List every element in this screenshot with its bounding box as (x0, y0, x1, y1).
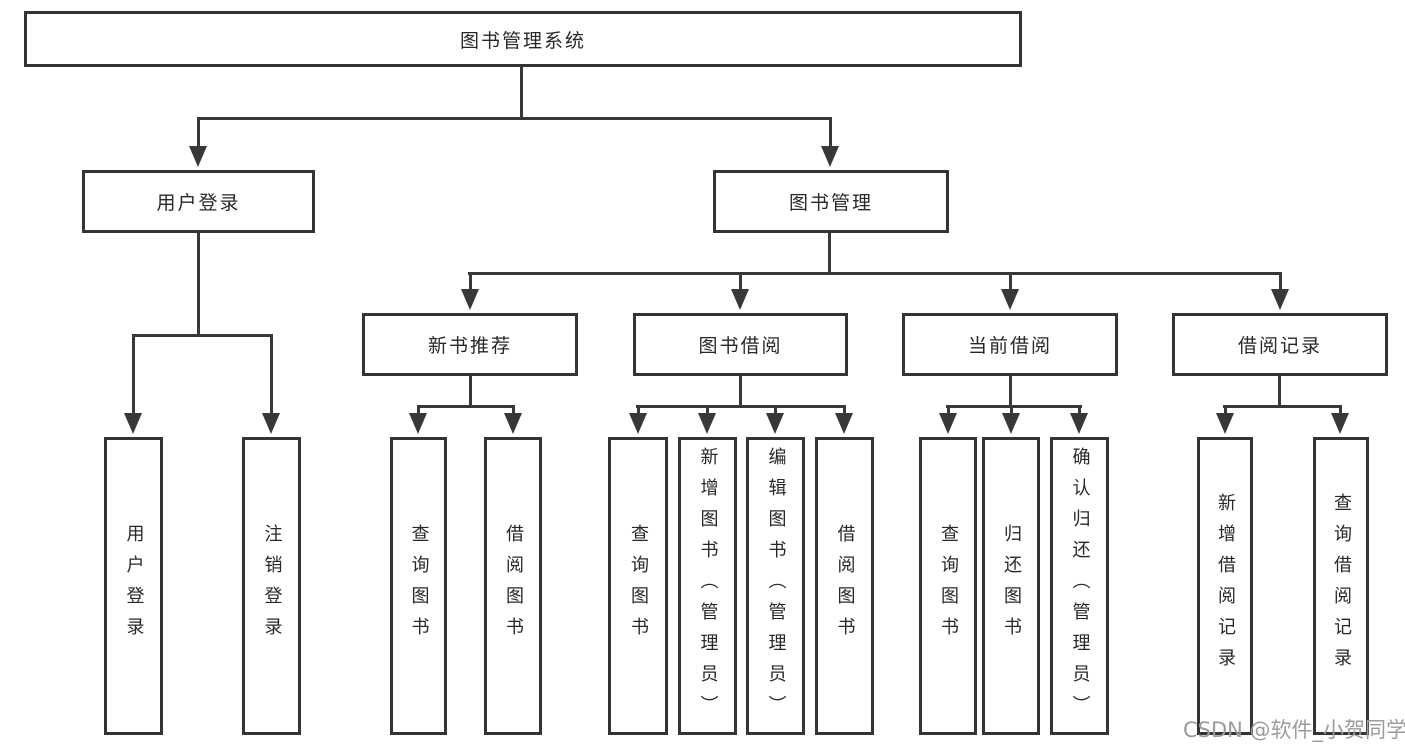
leaf-add-book-admin-label: 新增图书（管理员） (697, 446, 719, 726)
leaf-confirm-return-admin-label: 确认归还（管理员） (1069, 446, 1091, 726)
edge-bb-leaf3-drop (774, 405, 777, 415)
arrowhead-user-login-icon (189, 146, 207, 167)
edge-cb-leaf3-drop (1078, 405, 1081, 415)
edge-book-mgmt-stem (828, 233, 831, 275)
leaf-borrow-book-2-label: 借阅图书 (834, 524, 856, 648)
arrowhead-borrow-icon (731, 289, 749, 310)
leaf-return-book-label: 归还图书 (1001, 524, 1022, 648)
edge-bb-leaf1-drop (637, 405, 640, 415)
arrowhead-br-leaf2-icon (1331, 413, 1349, 434)
edge-br-leaf2-drop (1339, 405, 1342, 415)
node-user-login: 用户登录 (82, 170, 315, 233)
node-root-label: 图书管理系统 (459, 29, 586, 52)
edge-current-drop (1009, 272, 1012, 291)
edge-records-branch (1223, 405, 1342, 408)
edge-new-book-drop (469, 272, 472, 291)
leaf-query-borrow-record: 查询借阅记录 (1313, 437, 1369, 735)
leaf-query-book-1: 查询图书 (390, 437, 447, 735)
edge-cb-leaf1-drop (947, 405, 950, 415)
arrowhead-bb-leaf2-icon (698, 413, 716, 434)
node-book-management: 图书管理 (713, 170, 949, 233)
arrowhead-bb-leaf1-icon (629, 413, 647, 434)
leaf-return-book: 归还图书 (982, 437, 1040, 735)
leaf-edit-book-admin: 编辑图书（管理员） (746, 437, 805, 735)
arrowhead-cb-leaf1-icon (939, 413, 957, 434)
leaf-borrow-book-2: 借阅图书 (815, 437, 874, 735)
edge-new-book-stem (469, 376, 472, 407)
leaf-add-borrow-record: 新增借阅记录 (1197, 437, 1253, 735)
edge-nb-leaf1-drop (417, 405, 420, 415)
edge-root-stem (520, 67, 523, 120)
arrowhead-records-icon (1271, 289, 1289, 310)
leaf-logout-label: 注销登录 (261, 524, 283, 648)
node-book-management-label: 图书管理 (788, 192, 873, 214)
arrowhead-bb-leaf4-icon (835, 413, 853, 434)
leaf-query-book-2: 查询图书 (608, 437, 668, 735)
node-book-borrow-label: 图书借阅 (698, 335, 783, 357)
arrowhead-br-leaf1-icon (1216, 413, 1234, 434)
edge-leaf-logout-drop (270, 334, 273, 415)
edge-book-mgmt-branch (468, 272, 1282, 275)
edge-user-login-stem (197, 233, 200, 337)
leaf-borrow-book-1-label: 借阅图书 (503, 524, 524, 648)
leaf-confirm-return-admin: 确认归还（管理员） (1050, 437, 1109, 735)
node-root: 图书管理系统 (24, 11, 1022, 67)
leaf-query-book-2-label: 查询图书 (628, 524, 649, 648)
leaf-query-book-3-label: 查询图书 (938, 524, 959, 648)
arrowhead-book-mgmt-icon (821, 146, 839, 167)
edge-nb-leaf2-drop (512, 405, 515, 415)
edge-borrow-drop (739, 272, 742, 291)
edge-new-book-branch (417, 405, 515, 408)
csdn-watermark: CSDN @软件_小贺同学 (1183, 718, 1405, 742)
arrowhead-bb-leaf3-icon (766, 413, 784, 434)
arrowhead-nb-leaf2-icon (504, 413, 522, 434)
arrowhead-cb-leaf2-icon (1002, 413, 1020, 434)
arrowhead-cb-leaf3-icon (1070, 413, 1088, 434)
leaf-user-login: 用户登录 (104, 437, 163, 735)
arrowhead-nb-leaf1-icon (409, 413, 427, 434)
leaf-add-book-admin: 新增图书（管理员） (678, 437, 737, 735)
leaf-add-borrow-record-label: 新增借阅记录 (1215, 493, 1236, 679)
leaf-edit-book-admin-label: 编辑图书（管理员） (765, 446, 787, 726)
edge-bb-leaf4-drop (843, 405, 846, 415)
edge-user-login-drop (197, 117, 200, 148)
leaf-borrow-book-1: 借阅图书 (484, 437, 542, 735)
leaf-user-login-label: 用户登录 (123, 524, 145, 648)
arrowhead-leaf-logout-icon (262, 413, 280, 434)
node-current-borrow: 当前借阅 (902, 313, 1118, 376)
edge-br-leaf1-drop (1224, 405, 1227, 415)
node-new-book-recommend-label: 新书推荐 (427, 335, 512, 357)
edge-leaf-login-drop (132, 334, 135, 415)
node-borrow-records-label: 借阅记录 (1237, 335, 1322, 357)
leaf-query-book-3: 查询图书 (919, 437, 977, 735)
arrowhead-current-icon (1001, 289, 1019, 310)
node-new-book-recommend: 新书推荐 (362, 313, 578, 376)
node-current-borrow-label: 当前借阅 (967, 335, 1052, 357)
node-book-borrow: 图书借阅 (633, 313, 848, 376)
arrowhead-leaf-login-icon (124, 413, 142, 434)
edge-borrow-stem (739, 376, 742, 407)
node-borrow-records: 借阅记录 (1172, 313, 1388, 376)
edge-current-branch (946, 405, 1082, 408)
leaf-query-book-1-label: 查询图书 (408, 524, 430, 648)
edge-user-login-branch (132, 334, 273, 337)
edge-bb-leaf2-drop (706, 405, 709, 415)
edge-cb-leaf2-drop (1010, 405, 1013, 415)
edge-borrow-branch (636, 405, 846, 408)
leaf-logout: 注销登录 (242, 437, 301, 735)
edge-current-stem (1009, 376, 1012, 407)
leaf-query-borrow-record-label: 查询借阅记录 (1331, 493, 1352, 679)
edge-records-drop (1279, 272, 1282, 291)
edge-book-mgmt-drop (829, 117, 832, 148)
node-user-login-label: 用户登录 (156, 192, 241, 214)
edge-root-branch (197, 117, 832, 120)
edge-records-stem (1278, 376, 1281, 407)
arrowhead-new-book-icon (461, 289, 479, 310)
